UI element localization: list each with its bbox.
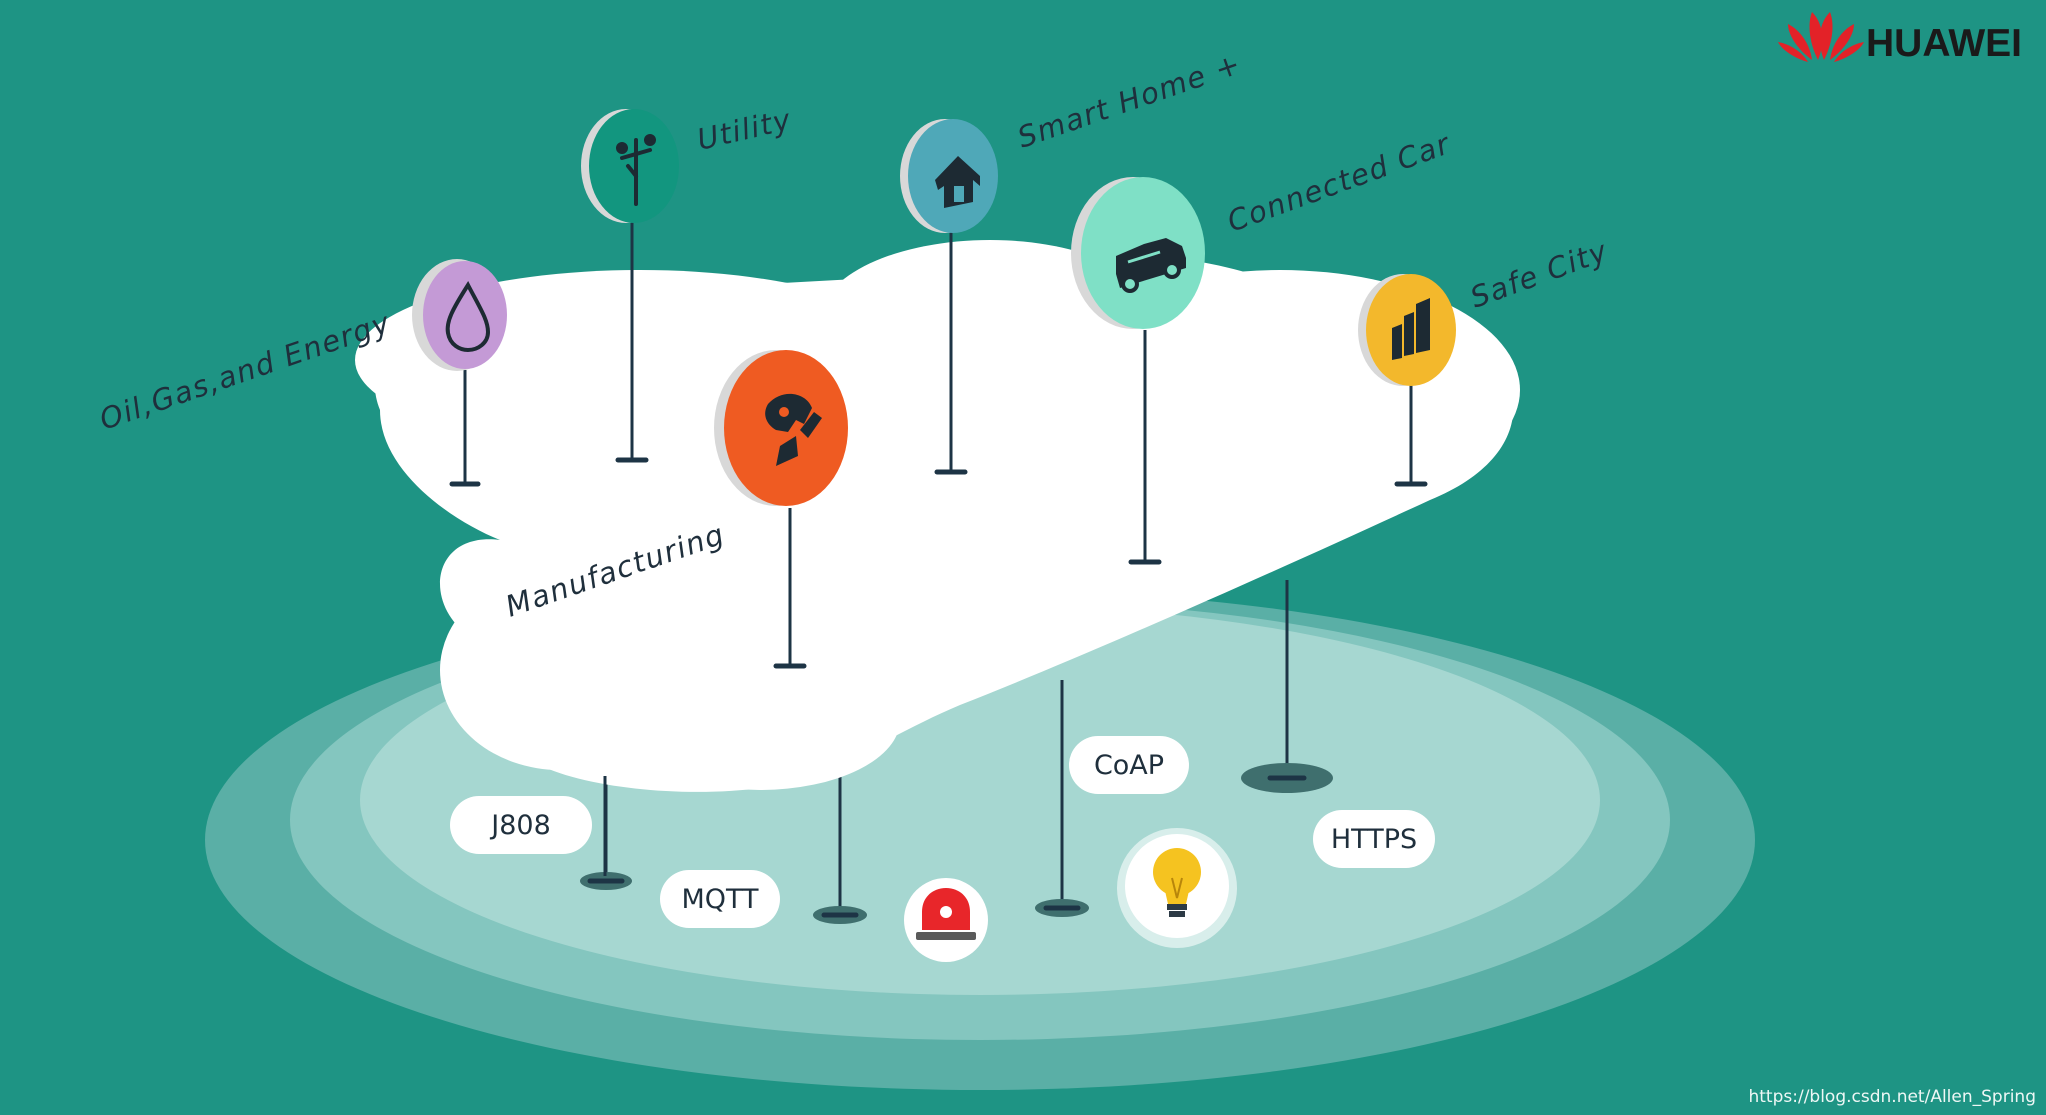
car-icon [1116,238,1186,293]
huawei-petal-icon [1778,12,1864,62]
device-badges [904,828,1237,962]
huawei-logo: HUAWEI [1778,12,2022,65]
protocol-label-https: HTTPS [1331,824,1417,855]
protocol-tag-j808: J808 [450,776,607,876]
watermark: https://blog.csdn.net/Allen_Spring [1748,1087,2036,1107]
pin-manufacturing [714,350,848,669]
pin-connected-car [1071,177,1205,565]
robot-arm-icon [765,393,822,466]
protocol-tags: J808 MQTT CoAP HTTPS [450,736,1435,928]
pin-smart-home [900,119,998,475]
protocol-tag-mqtt: MQTT [660,870,780,928]
light-bulb-icon [1153,848,1201,917]
protocol-label-coap: CoAP [1094,750,1164,781]
protocol-tag-coap: CoAP [1069,736,1189,794]
protocol-label-mqtt: MQTT [681,884,759,915]
device-light-bulb [1117,828,1237,948]
pin-disc-oil [423,261,507,369]
lower-connectors [580,580,1333,924]
alarm-siren-icon [916,888,976,940]
protocol-tag-https: HTTPS [1313,810,1435,868]
buildings-icon [1392,298,1430,360]
pin-safe-city [1358,274,1456,487]
device-alarm [904,878,988,962]
pin-oil-gas-energy [412,259,507,487]
house-icon [935,156,980,208]
droplet-icon [445,281,491,353]
pin-utility [581,109,679,463]
protocol-label-j808: J808 [489,810,551,841]
industry-pins [412,109,1456,669]
brand-name: HUAWEI [1866,22,2022,65]
power-pole-icon [616,134,656,206]
